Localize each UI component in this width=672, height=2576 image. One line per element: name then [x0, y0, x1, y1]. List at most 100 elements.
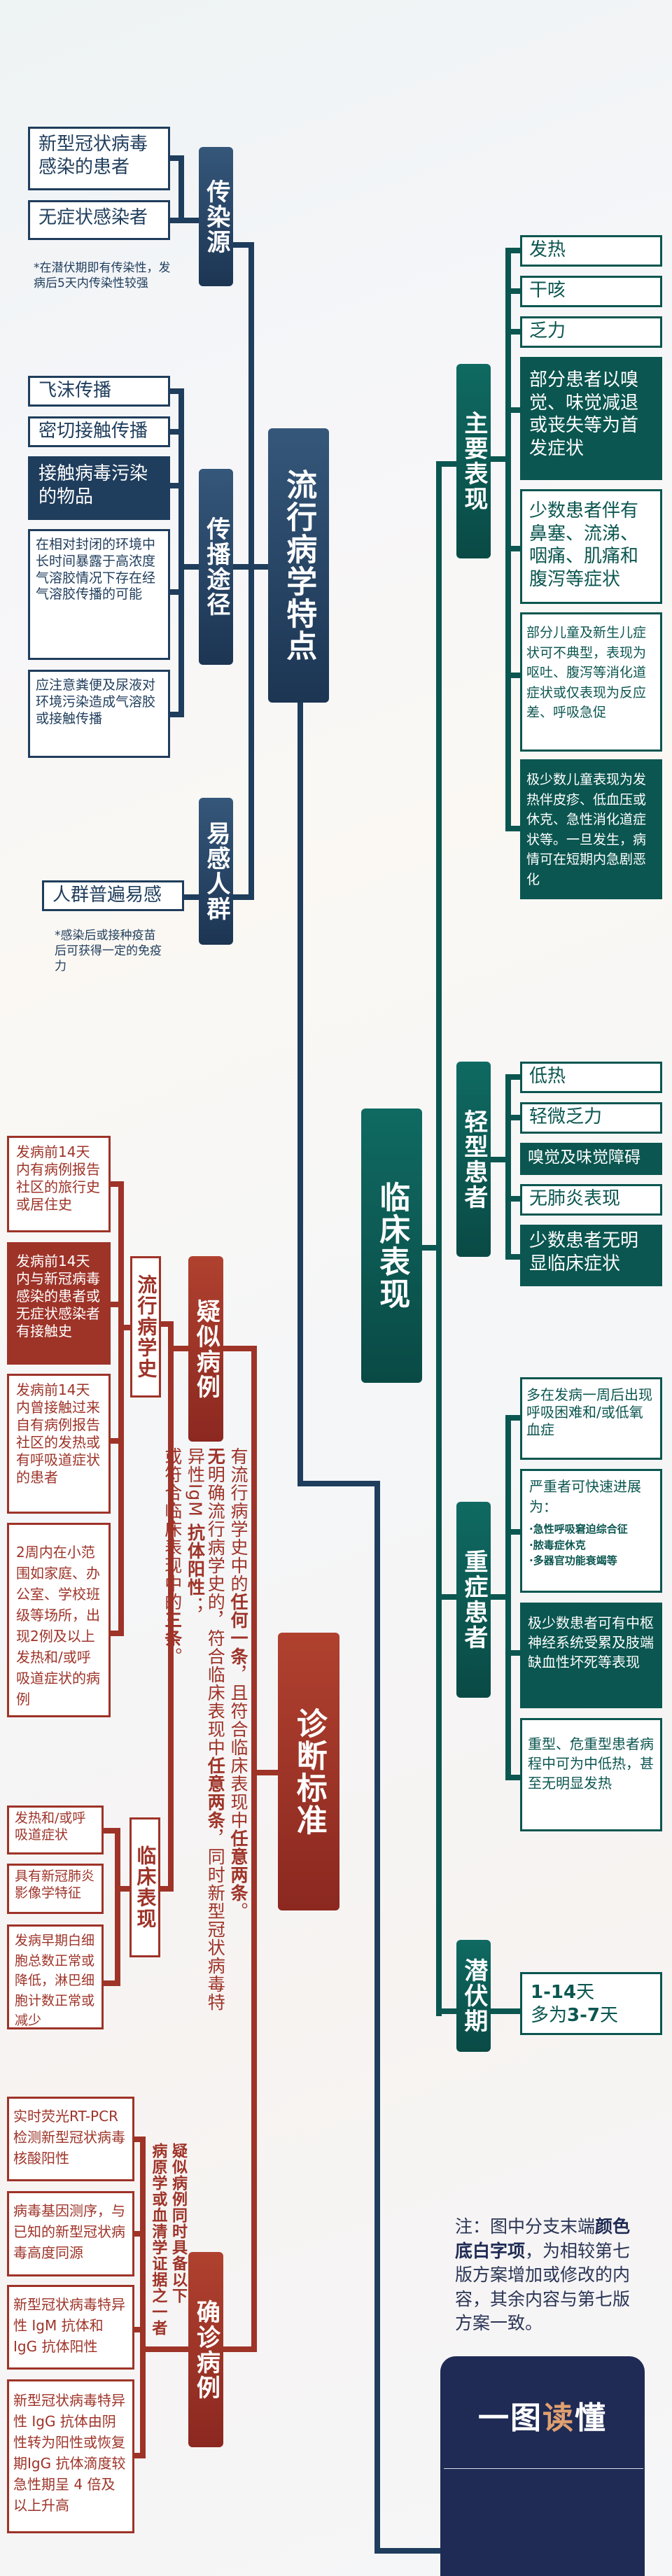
banner-text: 懂: [575, 2400, 607, 2436]
connector: [170, 388, 184, 394]
connector: [124, 1325, 130, 1330]
confirmed-item: 新型冠状病毒特异性 IgG 抗体由阴性转为阳性或恢复期IgG 抗体滴度较急性期呈…: [7, 2379, 134, 2533]
footnote-text: 注：图中分支末端: [455, 2216, 596, 2237]
connector: [257, 1770, 278, 1775]
criteria-2: 无明确流行病学史的，符合临床表现中任意两条，同时新型冠状病毒特异性IgM 抗体阳…: [185, 1447, 226, 2011]
connector: [170, 429, 184, 435]
severe-item: 多在发病一周后出现呼吸困难和/或低氧血症: [520, 1377, 662, 1460]
connector: [505, 407, 520, 413]
criteria-1: 有流行病学史中的任何一条，且符合临床表现中任意两条。: [228, 1447, 248, 1920]
clinical-branch-line: [436, 461, 442, 2016]
route-item: 在相对封闭的环境中长时间暴露于高浓度气溶胶情况下存在经气溶胶传播的可能: [28, 529, 170, 660]
footnote: 注：图中分支末端颜色底白字项，为相较第七版方案增加或修改的内容，其余内容与第七版…: [455, 2215, 638, 2336]
epi-history-item-new: 发病前14天内与新冠病毒感染的患者或无症状感染者有接触史: [7, 1242, 111, 1365]
suspected-case-node: 疑似病例: [188, 1256, 223, 1442]
clinical-criteria-node: 临床表现: [130, 1817, 160, 1957]
epi-history-node: 流行病学史: [130, 1256, 161, 1398]
route-item: 密切接触传播: [28, 416, 170, 447]
mild-item: 低热: [520, 1062, 662, 1093]
incubation-typical: 3-7: [567, 2004, 600, 2026]
connector: [111, 1302, 124, 1307]
diagnosis-title-node: 诊断标准: [278, 1633, 340, 1910]
main-item: 发热: [520, 235, 662, 267]
confirmed-item: 实时荧光RT-PCR检测新型冠状病毒核酸阳性: [7, 2097, 134, 2181]
connector: [111, 1181, 124, 1187]
source-item: 无症状感染者: [28, 200, 170, 240]
severe-progression-item: ·多器官功能衰竭等: [529, 1554, 617, 1567]
clinical-criteria-item: 发热和/或呼吸道症状: [7, 1806, 104, 1854]
incubation-range: 1-14: [531, 1982, 577, 2003]
incubation-item: 1-14天 多为3-7天: [520, 1972, 662, 2035]
connector: [134, 2453, 146, 2458]
connector: [505, 1115, 520, 1120]
connector: [505, 1196, 520, 1202]
severe-progression-item: ·脓毒症休克: [529, 1538, 586, 1551]
confirmed-criteria: 疑似病例同时具备以下 病原学或血清学证据之一者: [148, 2143, 188, 2353]
connector: [505, 248, 511, 831]
banner-accent: 读: [542, 2400, 575, 2436]
connector: [505, 1254, 520, 1260]
severe-progression-label: 严重者可快速进展为：: [529, 1478, 641, 1515]
connector: [134, 2327, 146, 2332]
unit-text: 天: [600, 2004, 619, 2026]
population-node: 易感人群: [199, 798, 233, 945]
suspected-criteria: 有流行病学史中的任何一条，且符合临床表现中任意两条。 无明确流行病学史的，符合临…: [162, 1447, 248, 2028]
route-item-new: 接触病毒污染的物品: [28, 456, 170, 520]
connector: [170, 218, 199, 223]
route-item: 飞沫传播: [28, 376, 170, 407]
criteria-line: 疑似病例同时具备以下: [169, 2143, 187, 2304]
connector: [168, 1321, 174, 1889]
main-item: 干咳: [520, 276, 662, 307]
trunk-line: [374, 2548, 441, 2554]
severe-item: 重型、危重型患者病程中可为中低热，甚至无明显发热: [520, 1718, 662, 1831]
source-item: 新型冠状病毒感染的患者: [28, 127, 170, 190]
route-node: 传播途径: [199, 469, 233, 665]
clinical-criteria-item: 发病早期白细胞总数正常或降低，淋巴细胞计数正常或减少: [7, 1924, 104, 2029]
epidemiology-title-node: 流行病学特点: [268, 428, 329, 703]
route-item: 应注意粪便及尿液对环境污染造成气溶胶或接触传播: [28, 670, 170, 758]
connector: [178, 388, 184, 717]
severe-patients-node: 重症患者: [456, 1502, 491, 1698]
epidemiology-branch-line: [248, 242, 254, 900]
connector: [161, 1321, 174, 1327]
clinical-criteria-item: 具有新冠肺炎影像学特征: [7, 1864, 104, 1914]
incubation-node: 潜伏期: [456, 1940, 491, 2052]
clinical-title-node: 临床表现: [361, 1108, 422, 1383]
connector: [111, 1438, 124, 1444]
banner-title: 一图读懂: [440, 2393, 645, 2437]
connector: [442, 1594, 456, 1600]
population-note: *感染后或接种疫苗后可获得一定的免疫力: [55, 929, 162, 974]
confirmed-case-node: 确诊病例: [188, 2252, 223, 2447]
footnote-highlight: 颜色底白字项: [455, 2216, 631, 2261]
connector: [505, 1650, 520, 1656]
trunk-line: [374, 1481, 380, 2554]
mild-item-new: 嗅觉及味觉障碍: [520, 1143, 662, 1175]
severe-item-new: 极少数患者可有中枢神经系统受累及肢端缺血性坏死等表现: [520, 1603, 662, 1708]
trunk-line: [298, 703, 303, 1486]
mild-item: 无肺炎表现: [520, 1184, 662, 1216]
diagnosis-branch-line: [251, 1346, 257, 2352]
confirmed-item: 新型冠状病毒特异性 IgM 抗体和 IgG 抗体阳性: [7, 2285, 134, 2370]
connector: [170, 483, 184, 488]
connector: [140, 2137, 146, 2458]
connector: [223, 2346, 257, 2352]
connector: [505, 1775, 520, 1780]
connector: [491, 456, 511, 462]
connector: [505, 673, 520, 678]
epi-history-item: 发病前14天内曾接触过来自有病例报告社区的发热或有呼吸道症状的患者: [7, 1374, 111, 1514]
connector: [505, 248, 520, 253]
connector: [146, 2346, 189, 2352]
epi-history-item: 发病前14天内有病例报告社区的旅行史或居住史: [7, 1136, 111, 1232]
connector: [505, 1074, 511, 1260]
connector: [505, 546, 520, 551]
connector: [505, 329, 520, 335]
trunk-line: [298, 1481, 380, 1486]
connector: [422, 1245, 436, 1251]
mild-patients-node: 轻型患者: [456, 1062, 491, 1257]
connector: [233, 242, 254, 248]
main-item: 少数患者伴有鼻塞、流涕、咽痛、肌痛和腹泻等症状: [520, 489, 662, 604]
connector: [505, 1529, 520, 1535]
connector: [505, 288, 520, 294]
connector: [115, 1828, 120, 1986]
connector: [170, 155, 184, 161]
